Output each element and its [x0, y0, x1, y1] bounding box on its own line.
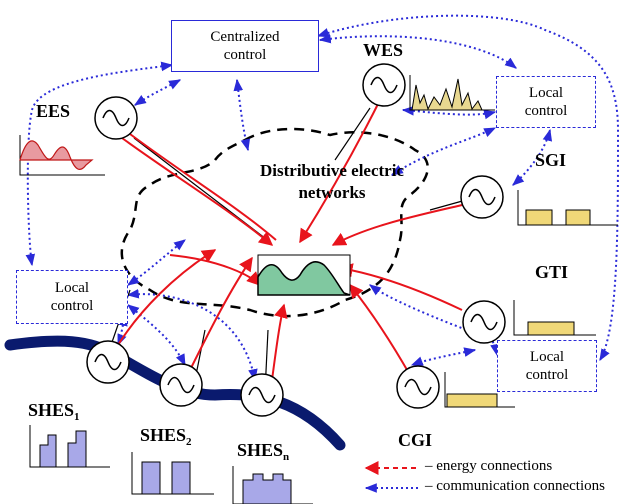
shesn-sub: n [283, 451, 290, 463]
centralized-control-line1: Centralized [210, 29, 280, 45]
legend-communication-text: – communication connections [425, 478, 605, 494]
shesn-chart [232, 466, 313, 504]
shes1-base: SHES [28, 400, 75, 420]
gti-chart [513, 300, 596, 336]
shesn-label: SHESn [237, 440, 289, 463]
legend-energy-text: – energy connections [425, 458, 553, 474]
local-control-line1: Local [528, 85, 564, 101]
network-label: Distributive electric networks [232, 160, 432, 204]
ees-chart [19, 135, 105, 176]
local-control-line1: Local [529, 349, 565, 365]
local-control-line2: control [525, 367, 569, 383]
ees-label: EES [36, 101, 71, 121]
shesn-base: SHES [237, 440, 284, 460]
local-control-line1: Local [54, 280, 90, 296]
shes1-chart [29, 425, 110, 468]
centralized-control-box: Centralized control [171, 20, 319, 72]
connector-lines [109, 107, 467, 393]
gti-label: GTI [535, 262, 569, 282]
generator-circles [86, 63, 506, 417]
network-label-line1: Distributive electric [260, 161, 404, 180]
local-control-line2: control [524, 103, 568, 119]
local-control-box-right-bottom: Local control [497, 340, 597, 392]
shes2-base: SHES [140, 425, 187, 445]
wes-label: WES [363, 40, 404, 60]
network-label-line2: networks [298, 183, 366, 202]
shes2-sub: 2 [186, 436, 192, 448]
shes1-sub: 1 [74, 411, 80, 423]
wes-chart [409, 75, 495, 111]
sgi-chart [517, 190, 618, 226]
sgi-label: SGI [535, 150, 567, 170]
energy-links [117, 99, 463, 381]
shes2-chart [131, 452, 214, 495]
cgi-label: CGI [398, 430, 433, 450]
local-control-line2: control [50, 298, 94, 314]
shes2-label: SHES2 [140, 425, 192, 448]
shes1-label: SHES1 [28, 400, 80, 423]
centralized-control-line2: control [223, 47, 267, 63]
cgi-chart [444, 372, 515, 408]
local-control-box-right-top: Local control [496, 76, 596, 128]
local-control-box-left: Local control [16, 270, 128, 324]
load-chart [257, 254, 351, 296]
communication-links [25, 14, 620, 382]
